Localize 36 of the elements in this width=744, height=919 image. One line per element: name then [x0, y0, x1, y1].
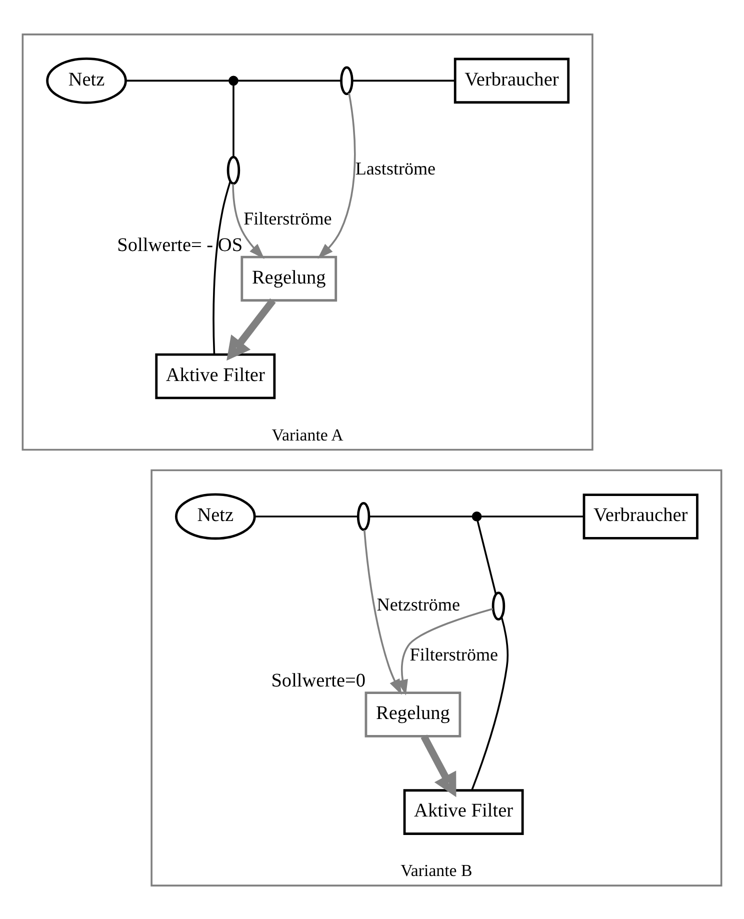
node-ellipse	[226, 155, 240, 184]
node-ellipse: Netz	[174, 492, 256, 540]
node-box: Verbraucher	[582, 493, 698, 539]
node-box: Aktive Filter	[155, 352, 276, 399]
connector	[471, 616, 509, 790]
connector	[254, 515, 358, 517]
connector	[126, 79, 229, 82]
node-circle	[228, 75, 238, 86]
node-box: Regelung	[364, 691, 462, 737]
node-ellipse: Netz	[46, 56, 127, 104]
arrow	[397, 607, 494, 695]
connector	[352, 79, 456, 82]
node-box: Verbraucher	[454, 57, 570, 104]
node-label: Sollwerte=0	[271, 670, 366, 692]
node-box: Regelung	[240, 255, 338, 302]
connector	[232, 84, 234, 156]
connector	[238, 79, 342, 82]
edge-label: Filterströme	[410, 644, 498, 664]
connector	[369, 515, 472, 517]
arrow	[318, 92, 356, 258]
arrow	[420, 734, 456, 797]
arrow	[232, 183, 264, 258]
node-ellipse	[356, 502, 370, 530]
connector	[476, 520, 497, 594]
edge-label: Lastströme	[355, 158, 436, 178]
edge-label: Netzströme	[376, 594, 460, 614]
connector	[212, 180, 232, 354]
node-box: Aktive Filter	[403, 788, 524, 834]
arrow	[363, 529, 402, 694]
node-label: Sollwerte= - OS	[117, 234, 243, 256]
node-ellipse	[492, 591, 506, 620]
node-circle	[472, 511, 482, 521]
connector	[481, 515, 584, 517]
arrow	[226, 298, 276, 360]
node-ellipse	[340, 66, 354, 95]
edge-label: Filterströme	[244, 208, 332, 228]
